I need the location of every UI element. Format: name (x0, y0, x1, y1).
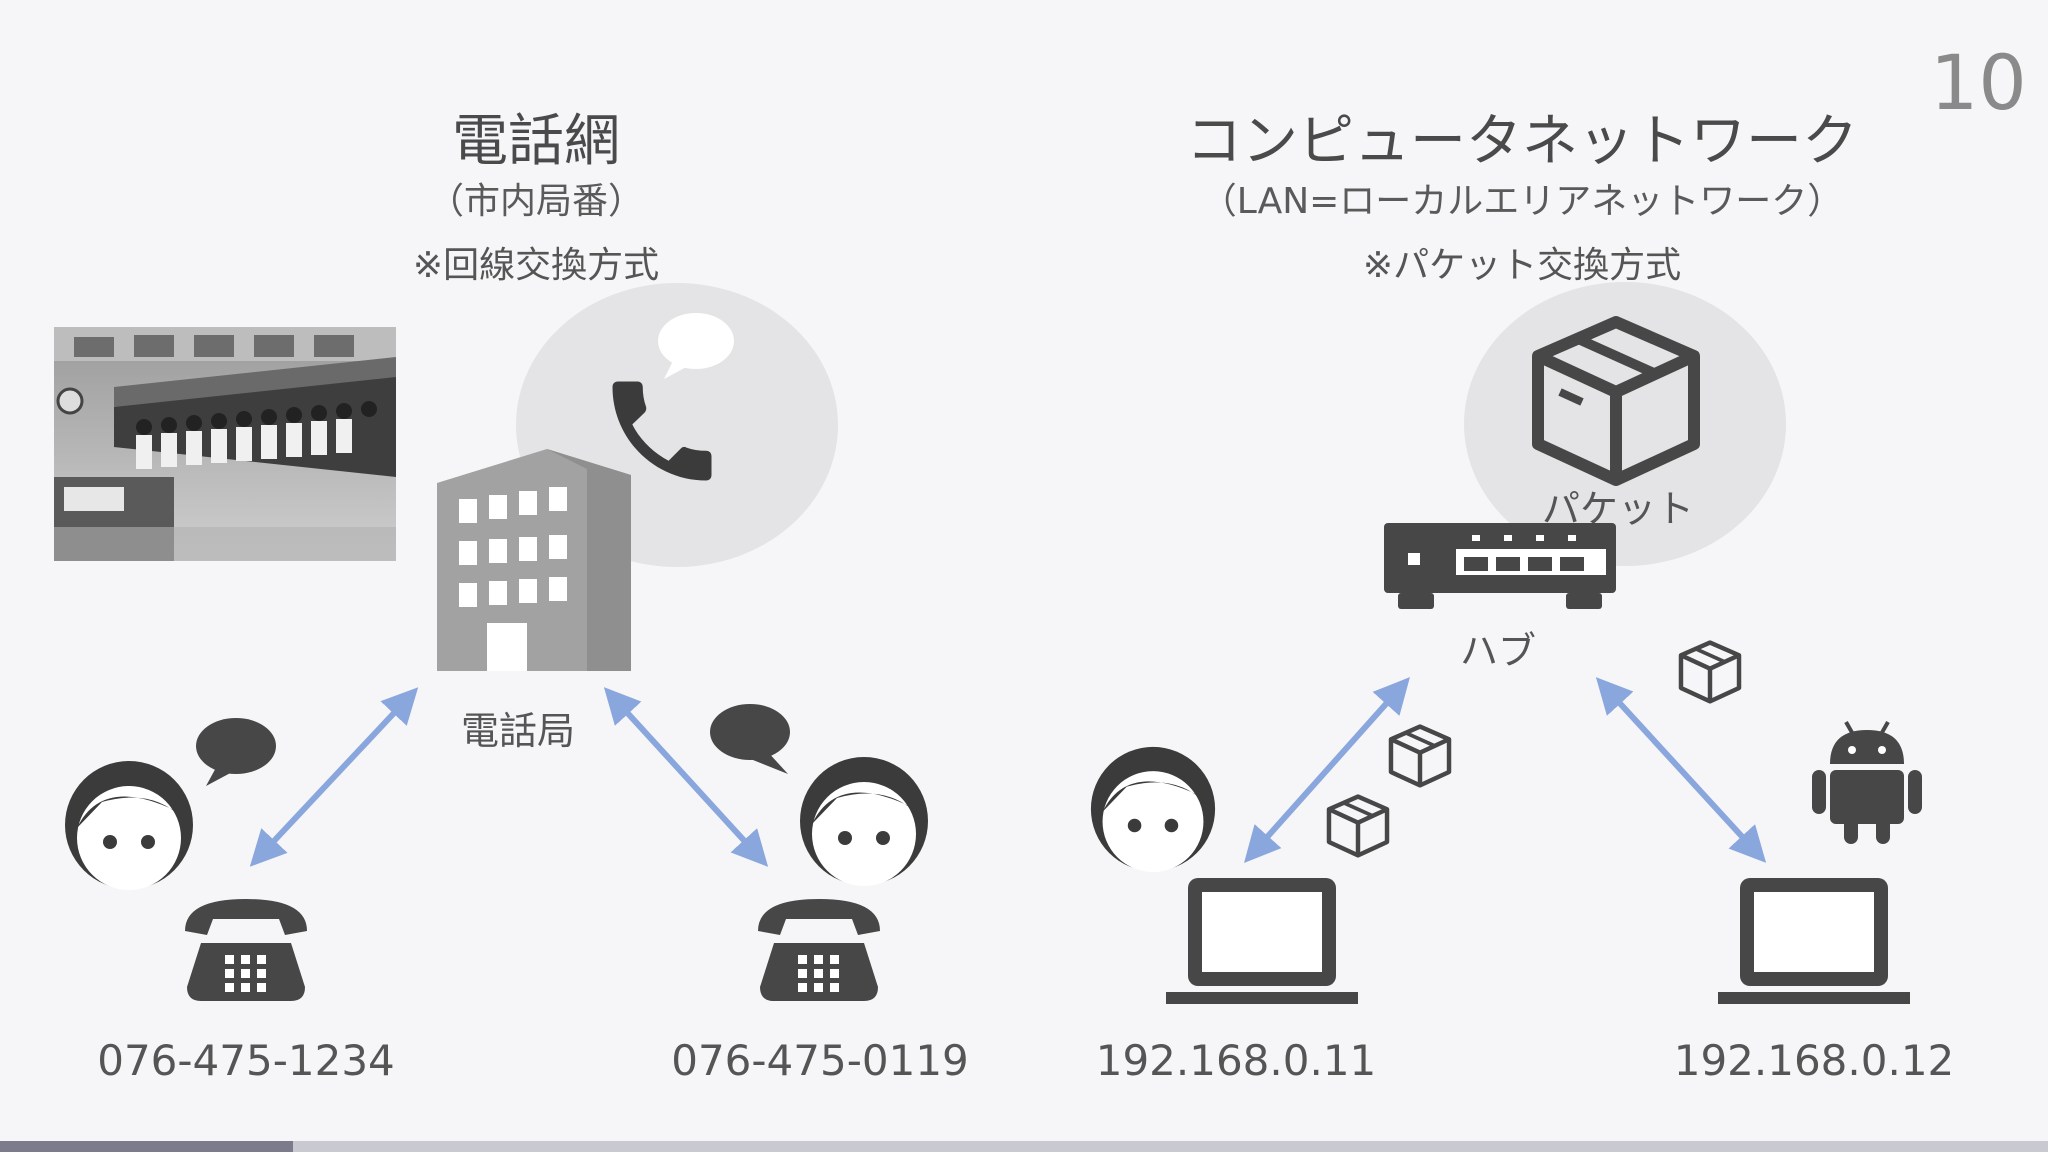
package-box-icon (1388, 724, 1452, 788)
telephone-network-title: 電話網 (452, 109, 620, 174)
computer-network-title: コンピュータネットワーク (1186, 109, 1858, 174)
laptop-icon (1718, 878, 1910, 1004)
hub-label: ハブ (1459, 629, 1537, 673)
package-box-icon (1326, 794, 1390, 858)
packet-switching-label: ※パケット交換方式 (1362, 245, 1682, 286)
person-face-icon (65, 761, 193, 890)
telephone-exchange-label: 電話局 (460, 709, 576, 753)
slide-progress-fill (0, 1141, 293, 1152)
speech-bubble-icon (658, 313, 734, 379)
circuit-switching-label: ※回線交換方式 (412, 245, 660, 286)
android-icon (1812, 721, 1922, 844)
person-face-icon (800, 757, 928, 886)
lan-subtitle: （LAN=ローカルエリアネットワーク） (1200, 181, 1844, 222)
telephone-network-subtitle: （市内局番） (427, 181, 645, 222)
page-number: 10 (1930, 38, 2027, 127)
ip-address-2: 192.168.0.12 (1673, 1036, 1955, 1085)
desk-telephone-icon (185, 899, 307, 1001)
laptop-icon (1166, 878, 1358, 1004)
slide-progress-track (0, 1141, 2048, 1152)
ip-address-1: 192.168.0.11 (1095, 1036, 1377, 1085)
switchboard-photo (54, 327, 396, 561)
package-box-icon (1532, 316, 1700, 486)
package-box-icon (1678, 640, 1742, 704)
building-icon (437, 449, 631, 671)
phone-number-2: 076-475-0119 (671, 1036, 969, 1085)
phone-number-1: 076-475-1234 (97, 1036, 395, 1085)
network-hub-icon (1384, 523, 1616, 609)
phone-handset-icon (612, 381, 712, 481)
desk-telephone-icon (758, 899, 880, 1001)
person-face-icon (1090, 746, 1216, 873)
